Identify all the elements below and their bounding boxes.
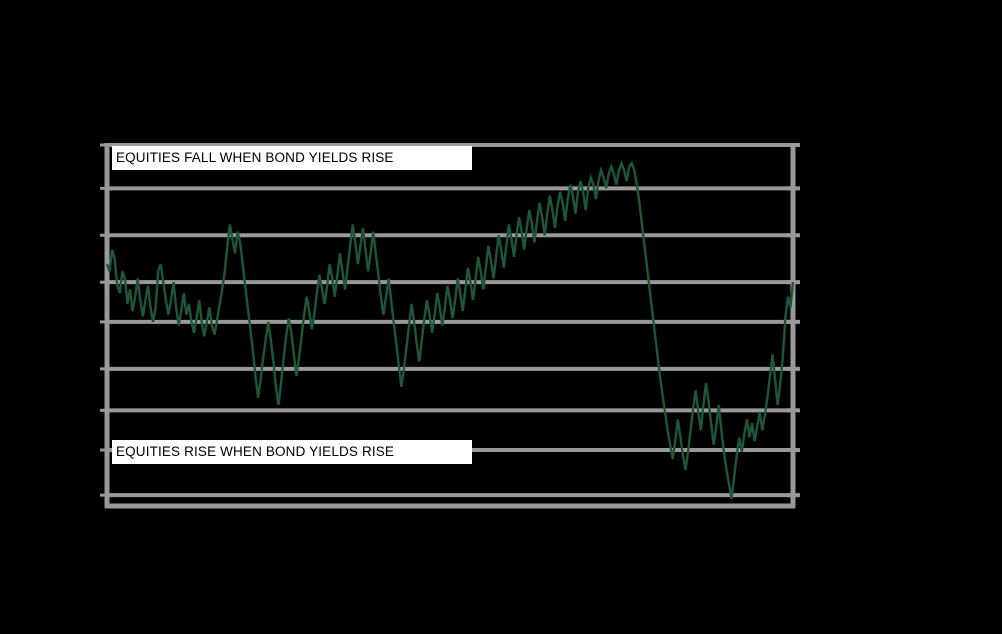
annotation-equities-fall: EQUITIES FALL WHEN BOND YIELDS RISE xyxy=(112,146,472,170)
annotation-equities-rise: EQUITIES RISE WHEN BOND YIELDS RISE xyxy=(112,440,472,464)
series-line-0 xyxy=(105,159,795,499)
data-series-group xyxy=(105,159,795,499)
axis-spine-group xyxy=(104,143,796,509)
gridline-group xyxy=(107,143,793,498)
